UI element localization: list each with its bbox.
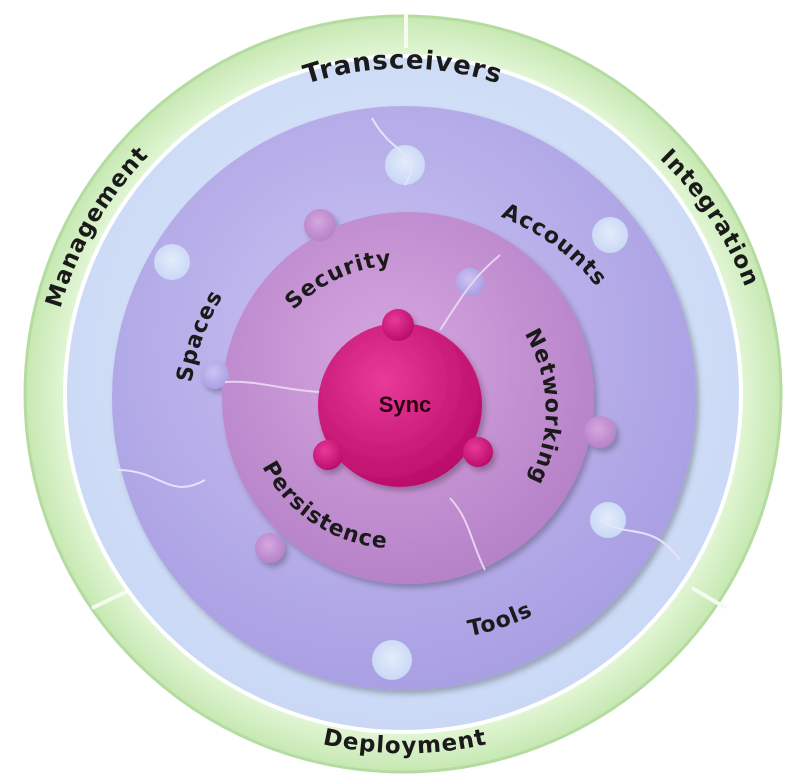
middle-ring-seam [371,117,413,186]
sync-label: Sync [379,392,432,417]
middle-ring-seam [117,469,206,488]
inner-ring-seam [439,254,501,331]
sync-core [313,309,493,487]
inner-ring-seam [449,497,486,571]
outer-ring-seam [690,586,728,610]
outer-ring-seam [91,588,131,610]
inner-ring-seam [224,380,321,393]
middle-ring-seam [599,519,681,561]
